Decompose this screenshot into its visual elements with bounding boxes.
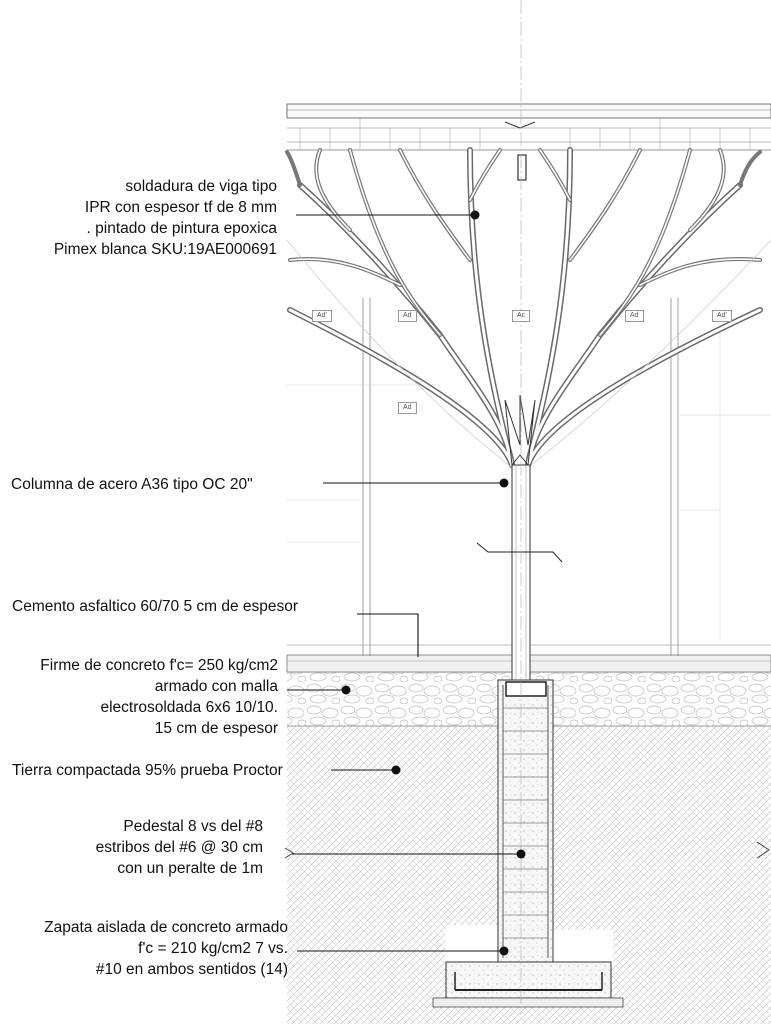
- pedestal: [497, 679, 554, 963]
- callout-line: Firme de concreto f'c= 250 kg/cm2: [40, 657, 278, 674]
- callout-line: Zapata aislada de concreto armado: [44, 919, 288, 936]
- callout-zapata: Zapata aislada de concreto armado f'c = …: [44, 917, 288, 980]
- leader-dots: [341, 210, 526, 956]
- ref-tag: Ac: [512, 310, 531, 322]
- roof-structure: [286, 103, 771, 181]
- callout-line: #10 en ambos sentidos (14): [95, 961, 288, 978]
- callout-line: estribos del #6 @ 30 cm: [95, 839, 263, 856]
- callout-line: electrosoldada 6x6 10/10.: [100, 699, 278, 716]
- callout-cemento: Cemento asfaltico 60/70 5 cm de espesor: [12, 598, 299, 615]
- callout-line: Pimex blanca SKU:19AE000691: [53, 241, 277, 258]
- footing: [432, 925, 624, 1008]
- arc-lines: [286, 239, 771, 471]
- ref-tag: Ad': [312, 310, 332, 322]
- callout-line: 15 cm de espesor: [154, 720, 278, 737]
- ref-tag: Ad': [712, 310, 732, 322]
- ref-tag: Ad: [398, 402, 417, 414]
- callout-firme: Firme de concreto f'c= 250 kg/cm2 armado…: [40, 655, 278, 739]
- guide-lines: [287, 330, 771, 640]
- ref-tag: Ad: [625, 310, 644, 322]
- callout-line: armado con malla: [154, 678, 278, 695]
- callout-columna: Columna de acero A36 tipo OC 20": [11, 476, 253, 493]
- callout-line: . pintado de pintura epoxica: [86, 220, 277, 237]
- callout-line: f'c = 210 kg/cm2 7 vs.: [138, 940, 288, 957]
- callout-tierra: Tierra compactada 95% prueba Proctor: [12, 762, 283, 779]
- callout-line: soldadura de viga tipo: [125, 178, 277, 195]
- leaders: [287, 214, 521, 952]
- ref-tag: Ad: [398, 310, 417, 322]
- steel-column: [476, 464, 563, 681]
- callout-viga: soldadura de viga tipo IPR con espesor t…: [54, 176, 277, 260]
- callout-line: con un peralte de 1m: [117, 860, 263, 877]
- callout-pedestal: Pedestal 8 vs del #8 estribos del #6 @ 3…: [96, 816, 263, 879]
- callout-line: IPR con espesor tf de 8 mm: [84, 199, 277, 216]
- callout-line: Pedestal 8 vs del #8: [123, 818, 263, 835]
- tree-branches: [285, 147, 763, 468]
